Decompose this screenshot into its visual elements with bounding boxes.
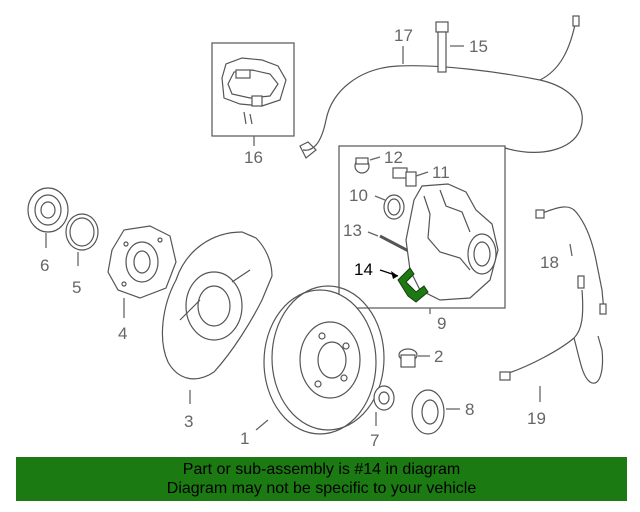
part-5-snap-ring — [65, 213, 99, 251]
part-2-plug — [398, 348, 418, 368]
callout-14: 14 — [354, 260, 373, 279]
callout-12: 12 — [384, 148, 403, 167]
part-11-bleeder-valve — [392, 167, 417, 187]
part-15-bolt — [435, 21, 449, 73]
callout-2: 2 — [434, 347, 443, 366]
part-12-bleeder-cap — [354, 157, 370, 174]
part-1-brake-disc — [263, 285, 385, 435]
callout-18: 18 — [540, 253, 559, 272]
part-6-wheel-bearing — [27, 187, 69, 233]
callout-4: 4 — [118, 324, 127, 343]
part-18-sensor-lead — [535, 206, 607, 315]
callout-19: 19 — [527, 409, 546, 428]
caliper-box — [338, 145, 506, 309]
callout-5: 5 — [72, 278, 81, 297]
callout-9: 9 — [437, 314, 446, 333]
callout-10: 10 — [349, 186, 368, 205]
banner-line-1: Part or sub-assembly is #14 in diagram — [182, 461, 461, 478]
part-10-seal-ring — [383, 194, 405, 220]
part-3-dust-shield — [161, 231, 273, 380]
callout-8: 8 — [465, 400, 474, 419]
part-4-wheel-hub — [107, 225, 177, 299]
callout-15: 15 — [469, 37, 488, 56]
callout-6: 6 — [40, 256, 49, 275]
callout-7: 7 — [370, 431, 379, 450]
part-8-hub-cap — [411, 389, 445, 435]
part-19-abs-sensor — [499, 275, 604, 384]
callout-13: 13 — [343, 221, 362, 240]
part-14-clip — [397, 267, 429, 303]
callout-17: 17 — [394, 26, 413, 45]
exploded-brake-diagram: 16 17 15 9 12 11 10 13 — [27, 15, 607, 450]
part-7-axle-nut — [373, 385, 395, 411]
callout-16: 16 — [244, 148, 263, 167]
part-16-brake-pads — [211, 42, 295, 137]
info-banner: Part or sub-assembly is #14 in diagram D… — [16, 457, 627, 501]
callout-1: 1 — [240, 429, 249, 448]
banner-line-2: Diagram may not be specific to your vehi… — [166, 480, 477, 497]
part-17-wear-sensor — [299, 15, 583, 159]
callout-3: 3 — [184, 412, 193, 431]
callout-11: 11 — [432, 163, 450, 182]
caliper-body — [405, 183, 499, 301]
